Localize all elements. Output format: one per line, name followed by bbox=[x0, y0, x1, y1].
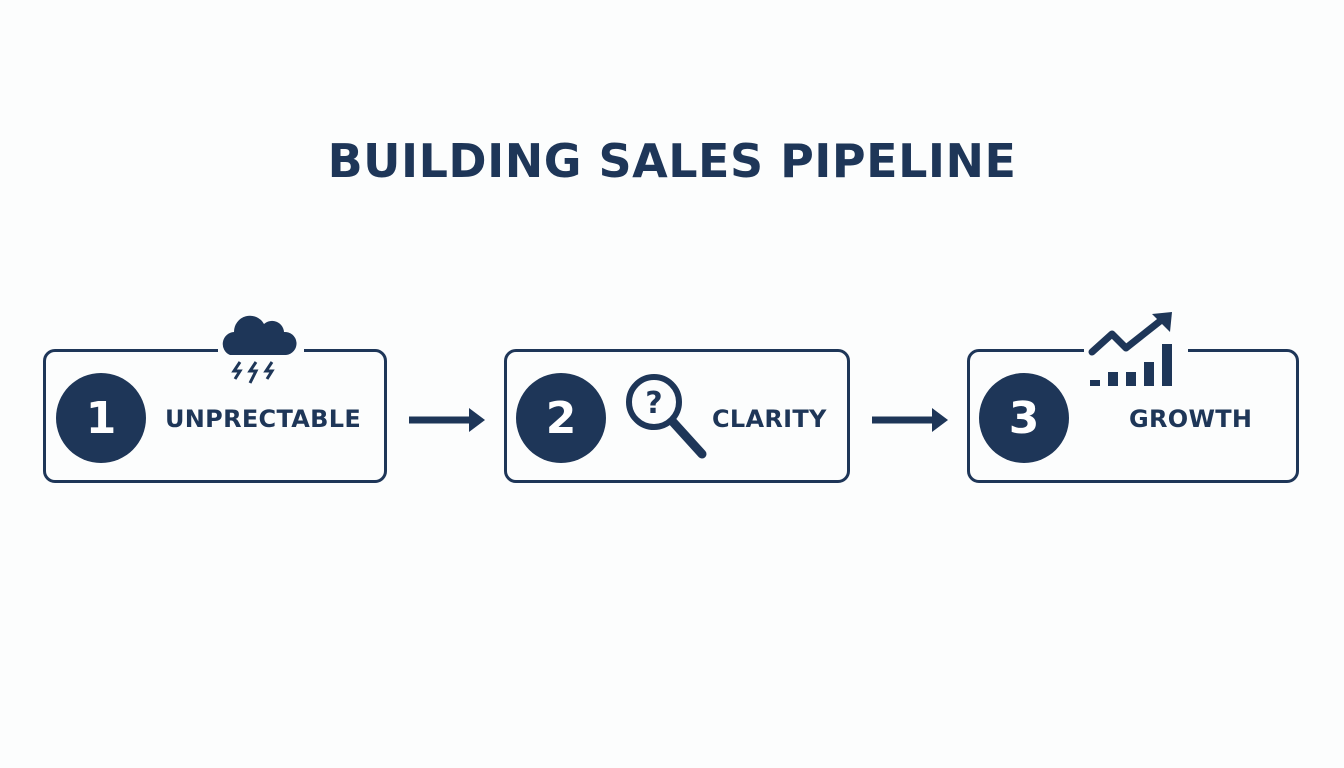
arrow-icon bbox=[872, 408, 948, 432]
step-3-number: 3 bbox=[979, 373, 1069, 463]
page-title: BUILDING SALES PIPELINE bbox=[327, 134, 1017, 188]
step-1-label: UNPRECTABLE bbox=[165, 405, 362, 433]
step-2-label: CLARITY bbox=[712, 405, 827, 433]
storm-cloud-icon bbox=[222, 315, 297, 384]
arrow-icon bbox=[409, 408, 485, 432]
growth-chart-icon bbox=[1088, 312, 1172, 386]
step-1-number: 1 bbox=[56, 373, 146, 463]
step-2-box bbox=[504, 349, 850, 483]
step-3-box bbox=[967, 348, 1299, 483]
magnifier-question-icon: ? bbox=[626, 374, 707, 459]
step-2-number: 2 bbox=[516, 373, 606, 463]
svg-text:?: ? bbox=[645, 386, 662, 421]
step-3-label: GROWTH bbox=[1129, 405, 1253, 433]
